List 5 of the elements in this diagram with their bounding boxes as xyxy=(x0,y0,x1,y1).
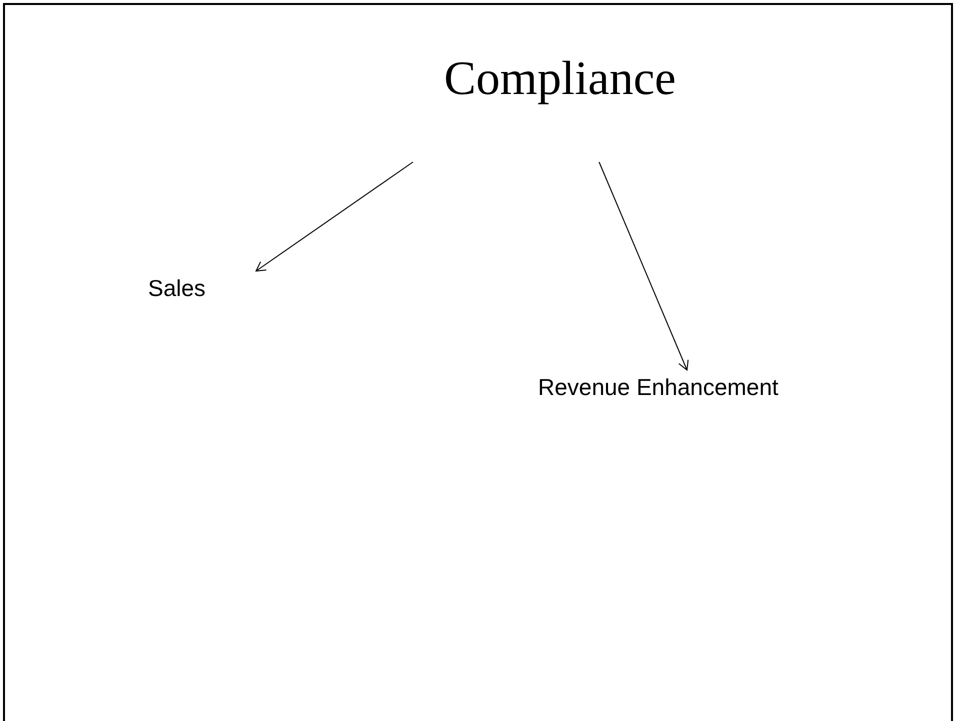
topic-label: Sales xyxy=(148,275,207,303)
topic-label: Revenue Enhancement xyxy=(538,374,780,402)
arrow xyxy=(256,162,414,272)
topic-heading: Compliance xyxy=(443,51,677,107)
arrow xyxy=(598,162,689,370)
